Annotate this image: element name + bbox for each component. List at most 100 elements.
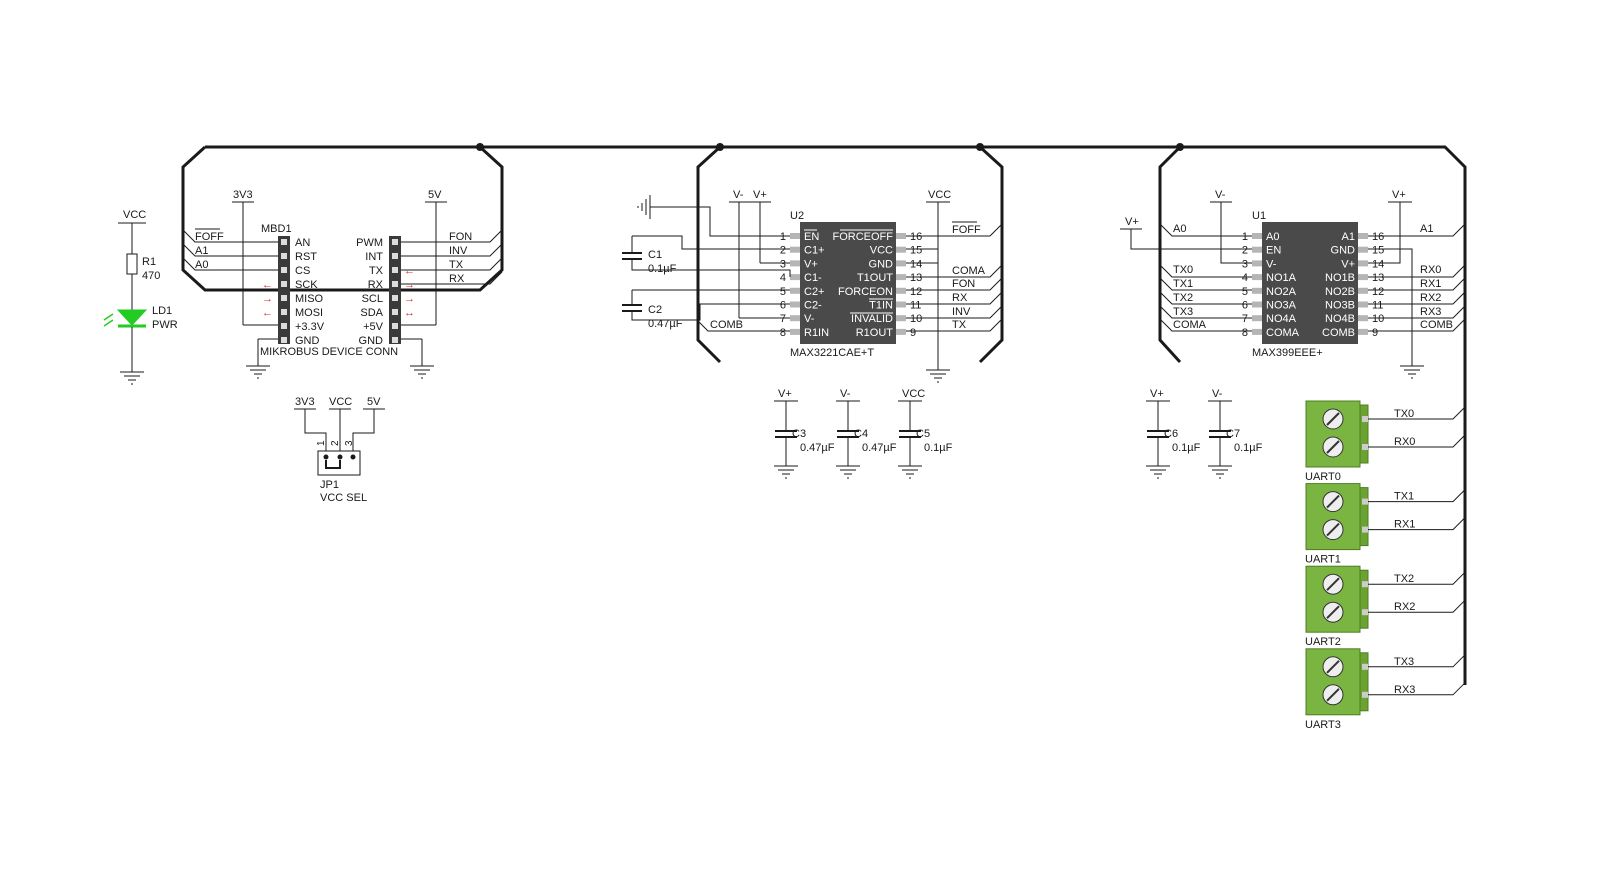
ground-icon: [926, 369, 950, 383]
ic-pin: [790, 301, 800, 308]
ic-pin-number: 2: [780, 245, 786, 257]
ic-pin-name: GND: [1331, 245, 1356, 257]
net-label-inv: INV: [449, 245, 468, 257]
u2-net-rx: RX: [952, 292, 968, 304]
ic-pin: [896, 287, 906, 294]
ic-pin-number: 5: [1242, 286, 1248, 298]
ic-pin-number: 15: [910, 245, 922, 257]
terminal-ref: UART0: [1305, 471, 1341, 483]
ic-pin: [790, 287, 800, 294]
c2-value: 0.47µF: [648, 318, 683, 330]
u2-net-inv: INV: [952, 306, 971, 318]
ic-pin-number: 8: [1242, 327, 1248, 339]
bus-frame-u2-left: [696, 145, 722, 364]
cap-power-label: VCC: [902, 388, 925, 400]
cap-power-label: V+: [778, 388, 792, 400]
jp1-pin1: 1: [316, 440, 327, 446]
header-pin: [392, 253, 398, 259]
ic-pin: [896, 246, 906, 253]
u2-vplus-label: V+: [753, 189, 767, 201]
header-pin: [392, 295, 398, 301]
u1-vplus-label: V+: [1392, 189, 1406, 201]
header-pin: [392, 309, 398, 315]
ic-pin-number: 3: [780, 258, 786, 270]
header-pin: [392, 337, 398, 343]
c1-ref: C1: [648, 249, 662, 261]
u1-net-rx0: RX0: [1420, 264, 1441, 276]
ic-pin-number: 12: [1372, 286, 1384, 298]
resistor-r1: [126, 253, 138, 275]
u2-net-tx: TX: [952, 319, 967, 331]
mikrobus-pin-label: PWM: [356, 237, 383, 249]
ic-pin-name: C1-: [804, 272, 822, 284]
mikrobus-pin-label: SCK: [295, 279, 318, 291]
ic-pin-name: FORCEOFF: [833, 231, 894, 243]
u1-net-tx0: TX0: [1173, 264, 1193, 276]
ic-pin-number: 11: [910, 300, 921, 312]
terminal-rx-label: RX1: [1394, 519, 1415, 531]
ic-pin-name: C1+: [804, 245, 825, 257]
signal-direction-arrow-icon: ←: [262, 307, 273, 319]
ic-pin-number: 15: [1372, 245, 1384, 257]
cap-power-label: V-: [1212, 388, 1223, 400]
mikrobus-pin-label: CS: [295, 265, 310, 277]
ic-pin-number: 6: [1242, 300, 1248, 312]
mikrobus-pin-label: RX: [368, 279, 384, 291]
jp1-3v3-label: 3V3: [295, 396, 315, 408]
ld1-value: PWR: [152, 319, 178, 331]
ic-pin-number: 6: [780, 300, 786, 312]
terminal-tx-label: TX0: [1394, 408, 1414, 420]
mikrobus-3v3-label: 3V3: [233, 189, 253, 201]
cap-ref: C7: [1226, 428, 1240, 440]
ic-pin-name: EN: [804, 231, 819, 243]
u1-net-a0: A0: [1173, 223, 1186, 235]
ic-pin-number: 2: [1242, 245, 1248, 257]
ic-pin-number: 4: [1242, 272, 1248, 284]
bus-frame-u1-right: [1180, 145, 1467, 685]
ground-icon: [1208, 465, 1232, 479]
bus-frame-mikrobus: [181, 145, 504, 292]
ic-pin-name: R1IN: [804, 327, 829, 339]
junction-dot: [476, 143, 484, 151]
terminal-ref: UART3: [1305, 719, 1341, 731]
ic-pin: [790, 260, 800, 267]
ic-pin-number: 10: [910, 313, 922, 325]
ic-pin: [790, 328, 800, 335]
ic-pin-number: 10: [1372, 313, 1384, 325]
ic-pin: [896, 328, 906, 335]
junction-dot: [716, 143, 724, 151]
ic-pin: [896, 274, 906, 281]
ic-pin-number: 11: [1372, 300, 1383, 312]
net-label-a1: A1: [195, 245, 208, 257]
ic-pin-name: R1OUT: [856, 327, 894, 339]
u1-net-rx2: RX2: [1420, 292, 1441, 304]
u1-net-rx3: RX3: [1420, 306, 1441, 318]
mikrobus-pin-label: TX: [369, 265, 384, 277]
ground-icon: [898, 465, 922, 479]
bus-frame-u1-left: [1158, 145, 1182, 364]
header-pin: [281, 295, 287, 301]
ic-pin: [1358, 287, 1368, 294]
u1-net-coma: COMA: [1173, 319, 1207, 331]
ic-pin: [896, 315, 906, 322]
cap-value: 0.47µF: [800, 442, 835, 454]
u2-body: [800, 222, 896, 344]
terminal-rx-label: RX2: [1394, 601, 1415, 613]
ic-pin: [896, 233, 906, 239]
bus-frames: [181, 145, 1467, 685]
mikrobus-pin-label: RST: [295, 251, 317, 263]
header-pin: [392, 239, 398, 245]
ic-pin-number: 13: [910, 272, 922, 284]
c1-value: 0.1µF: [648, 263, 677, 275]
jp1-name: VCC SEL: [320, 492, 367, 504]
ic-pin: [1252, 315, 1262, 322]
ic-pin-number: 7: [1242, 313, 1248, 325]
ic-pin-number: 7: [780, 313, 786, 325]
ic-pin-name: NO3B: [1325, 300, 1355, 312]
ic-pin: [790, 315, 800, 322]
header-pin: [281, 253, 287, 259]
